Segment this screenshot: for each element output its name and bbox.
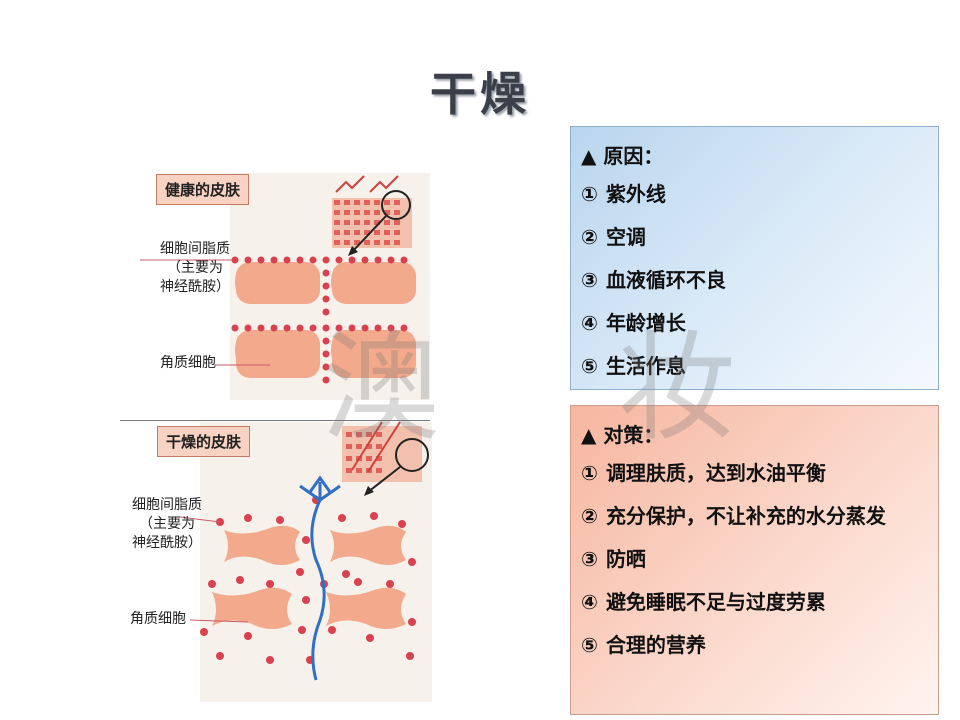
healthy-corneocytes bbox=[235, 262, 416, 378]
measures-heading: ▲ 对策： bbox=[581, 423, 664, 447]
healthy-intercellular-lipid-label: 细胞间脂质 （主要为 神经酰胺） bbox=[160, 241, 230, 295]
dry-corneocytes bbox=[212, 525, 406, 629]
dry-intercellular-lipid-label: 细胞间脂质 （主要为 神经酰胺） bbox=[132, 497, 202, 551]
slide-title: 干燥 bbox=[430, 67, 530, 121]
dry-skin-label: 干燥的皮肤 bbox=[157, 426, 251, 457]
causes-heading: ▲ 原因： bbox=[581, 144, 664, 168]
skin-diagram bbox=[140, 173, 432, 702]
dry-skin-inset bbox=[342, 421, 429, 496]
healthy-skin-inset bbox=[332, 175, 412, 256]
dry-lipid-dots bbox=[200, 496, 416, 664]
healthy-corneocyte-label: 角质细胞 bbox=[160, 355, 216, 371]
healthy-lipid-dots bbox=[231, 256, 408, 384]
healthy-skin-label: 健康的皮肤 bbox=[156, 174, 250, 205]
panel-divider bbox=[120, 420, 430, 421]
water-escape-path bbox=[310, 482, 326, 681]
dry-corneocyte-label: 角质细胞 bbox=[130, 611, 186, 627]
watermark-text: 澳 妆 bbox=[322, 319, 806, 457]
